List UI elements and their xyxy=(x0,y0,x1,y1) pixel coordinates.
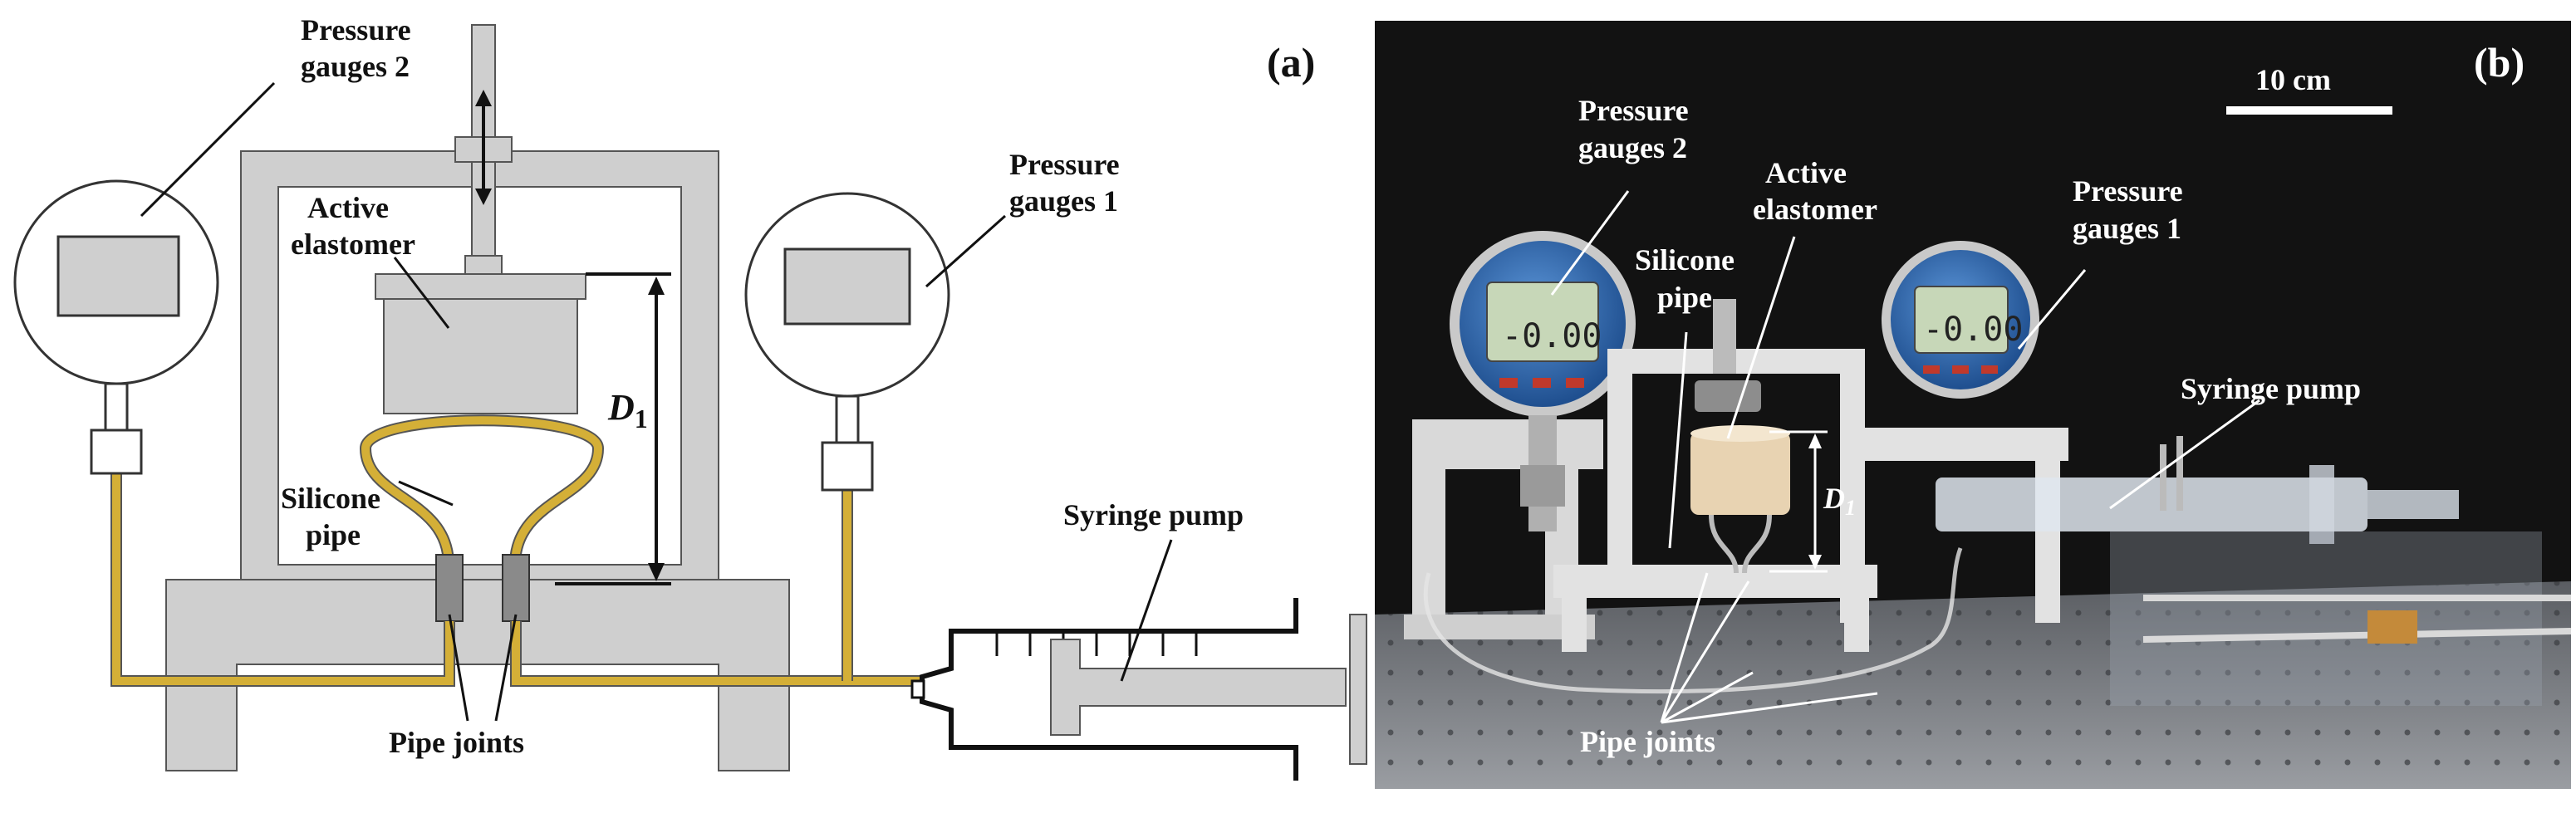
photo-gauge-1-reading: -0.00 xyxy=(1923,311,2023,349)
syringe-nozzle xyxy=(910,679,925,699)
panel-b-label: (b) xyxy=(2474,39,2524,86)
label-b-scale: 10 cm xyxy=(2255,63,2331,96)
syringe-plunger-end xyxy=(1349,614,1367,765)
panel-a-label: (a) xyxy=(1267,39,1315,86)
label-b-d1: D1 xyxy=(1823,482,1856,520)
arrow-head-down xyxy=(475,189,492,205)
pressure-gauge-2 xyxy=(13,179,219,475)
label-a-silicone-line2: pipe xyxy=(306,518,361,551)
label-b-gauge2-line2: gauges 2 xyxy=(1578,131,1687,164)
panel-a-schematic: Pressure gauges 2 Pressure gauges 1 Acti… xyxy=(13,13,1367,781)
label-b-gauge1-line1: Pressure xyxy=(2073,174,2183,208)
photo-pressure-gauge-1: -0.00 xyxy=(1882,241,2039,399)
photo-central-frame xyxy=(1553,349,2068,652)
label-b-gauge2-line1: Pressure xyxy=(1578,94,1689,127)
label-a-elastomer-line1: Active xyxy=(307,191,389,224)
label-b-gauge1-line2: gauges 1 xyxy=(2073,212,2181,245)
gauge-2-display xyxy=(56,235,180,317)
label-b-d1-main: D xyxy=(1823,482,1845,515)
base-block xyxy=(165,579,790,771)
label-a-d1-sub: 1 xyxy=(635,404,648,433)
photo-gauge-2-reading: -0.00 xyxy=(1502,317,1602,355)
syringe-pump xyxy=(910,598,1367,781)
syringe-plunger xyxy=(1050,639,1347,736)
label-a-gauge2-line2: gauges 2 xyxy=(301,50,410,83)
label-a-elastomer-line2: elastomer xyxy=(291,228,415,261)
gauge-1-display xyxy=(783,247,911,326)
label-a-d1-main: D xyxy=(607,387,635,428)
label-a-gauge2-line1: Pressure xyxy=(301,13,411,47)
pipe-joint-left xyxy=(435,554,464,622)
tubing xyxy=(110,473,922,687)
syringe-graduations xyxy=(995,631,1198,656)
label-b-silicone-line2: pipe xyxy=(1657,281,1712,314)
gauge-2-neck xyxy=(104,382,129,433)
label-a-syringe: Syringe pump xyxy=(1063,498,1244,531)
leader-lines-b xyxy=(1550,190,2260,724)
photo-pressure-gauge-2: -0.00 xyxy=(1450,231,1636,531)
label-a-silicone-line1: Silicone xyxy=(281,482,380,515)
label-b-elastomer-line2: elastomer xyxy=(1753,193,1877,226)
gauge-1-neck xyxy=(835,394,860,446)
arrow-head-up xyxy=(475,90,492,106)
label-b-d1-sub: 1 xyxy=(1845,496,1856,520)
pressure-gauge-1 xyxy=(744,192,950,492)
photo-syringe-pump xyxy=(1936,436,2572,706)
label-a-gauge1-line1: Pressure xyxy=(1009,148,1120,181)
label-a-gauge1-line2: gauges 1 xyxy=(1009,184,1118,218)
label-b-syringe: Syringe pump xyxy=(2181,372,2361,405)
photo-d1-dimension xyxy=(1769,430,1828,573)
leader-lines-a xyxy=(140,81,1173,722)
scale-bar xyxy=(2226,106,2392,115)
label-b-joints: Pipe joints xyxy=(1580,725,1715,758)
label-b-elastomer-line1: Active xyxy=(1765,156,1847,189)
gauge-1-fitting xyxy=(821,441,874,492)
label-a-d1: D1 xyxy=(607,387,648,433)
label-a-joints: Pipe joints xyxy=(389,726,524,759)
label-b-silicone-line1: Silicone xyxy=(1635,243,1735,277)
gauge-2-fitting xyxy=(90,429,143,475)
panel-b-photo: -0.00 xyxy=(1375,21,2572,789)
pipe-joint-right xyxy=(502,554,530,622)
d1-dimension xyxy=(555,272,671,585)
photo-tubing xyxy=(1423,547,1963,694)
rod-foot xyxy=(464,255,503,277)
elastomer-lip xyxy=(375,273,586,300)
